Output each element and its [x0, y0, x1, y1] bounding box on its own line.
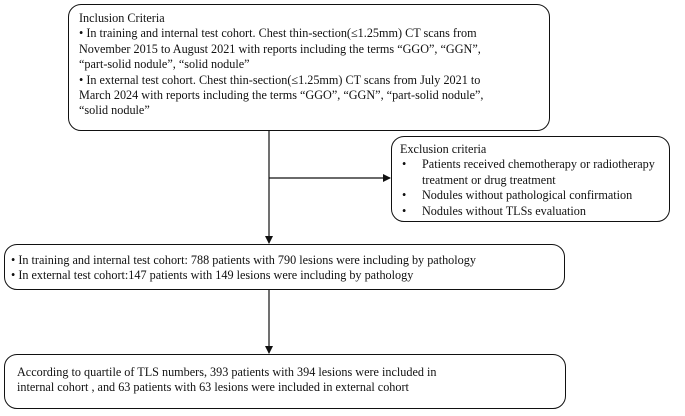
final-line: internal cohort , and 63 patients with 6…: [17, 380, 409, 395]
cohort-line: • In training and internal test cohort: …: [11, 253, 476, 267]
inclusion-title: Inclusion Criteria: [79, 11, 165, 25]
exclusion-title: Exclusion criteria: [400, 142, 487, 156]
inclusion-criteria-box: Inclusion Criteria • In training and int…: [68, 4, 550, 131]
exclusion-item-text: Nodules without TLSs evaluation: [422, 203, 586, 218]
exclusion-criteria-box: Exclusion criteria • Patients received c…: [391, 136, 670, 222]
exclusion-item: • Nodules without pathological confirmat…: [400, 188, 663, 203]
bullet-marker: •: [402, 157, 407, 172]
inclusion-line: November 2015 to August 2021 with report…: [79, 41, 481, 56]
inclusion-line: “part-solid nodule”, “solid nodule”: [79, 57, 250, 72]
exclusion-item-text: treatment or drug treatment: [422, 172, 556, 187]
inclusion-line: • In training and internal test cohort. …: [79, 26, 477, 41]
inclusion-line: “solid nodule”: [79, 103, 150, 118]
final-line: According to quartile of TLS numbers, 39…: [17, 365, 437, 379]
final-cohort-box: According to quartile of TLS numbers, 39…: [4, 354, 566, 409]
exclusion-item-text: Patients received chemotherapy or radiot…: [422, 157, 655, 172]
inclusion-line: • In external test cohort. Chest thin-se…: [79, 72, 481, 87]
cohort-line: • In external test cohort:147 patients w…: [11, 268, 414, 283]
exclusion-item: • Patients received chemotherapy or radi…: [400, 157, 663, 188]
bullet-marker: •: [402, 188, 407, 203]
bullet-marker: •: [402, 203, 407, 218]
included-cohorts-box: • In training and internal test cohort: …: [4, 244, 565, 290]
exclusion-item: • Nodules without TLSs evaluation: [400, 204, 663, 219]
inclusion-line: March 2024 with reports including the te…: [79, 88, 484, 103]
exclusion-item-text: Nodules without pathological confirmatio…: [422, 188, 633, 203]
